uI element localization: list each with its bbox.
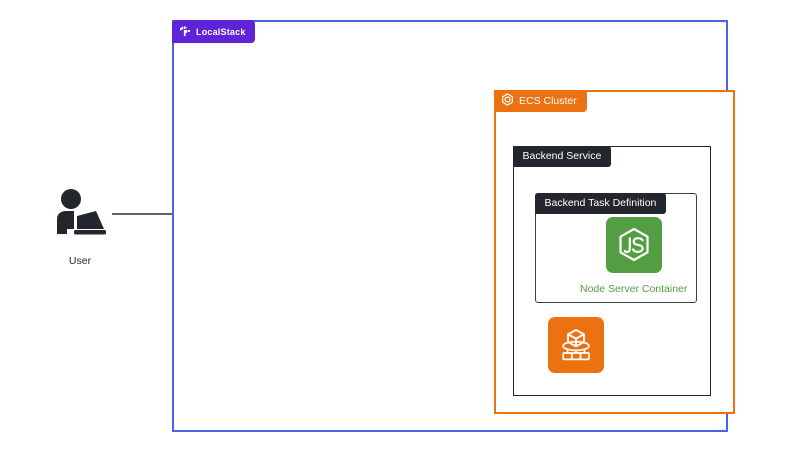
node-server-container-label: Node Server Container (580, 283, 688, 295)
localstack-badge: LocalStack (172, 20, 255, 43)
container-backend-service: Backend Service Backend Task Definition (512, 145, 711, 396)
ecs-cluster-hexagon-icon (501, 93, 514, 109)
node-user: User (52, 186, 108, 267)
ecs-task-container-icon (548, 317, 604, 373)
localstack-logo-icon (179, 25, 191, 39)
container-ecs-cluster: ECS Cluster Backend Service Backend Task… (494, 90, 735, 414)
node-user-label: User (68, 255, 92, 267)
backend-service-label: Backend Service (522, 150, 602, 162)
container-backend-task-definition: Backend Task Definition Node Server Cont… (534, 192, 697, 303)
task-definition-label: Backend Task Definition (544, 197, 657, 209)
backend-service-badge: Backend Service (512, 145, 612, 167)
user-at-laptop-icon (52, 186, 108, 242)
ecs-cluster-label: ECS Cluster (519, 95, 577, 107)
node-node-server-container[interactable]: Node Server Container (580, 217, 687, 295)
task-definition-badge: Backend Task Definition (534, 192, 667, 214)
nodejs-icon (605, 217, 662, 273)
localstack-label: LocalStack (196, 26, 246, 37)
container-localstack: LocalStack ECS Cluster Backend Service (172, 20, 735, 432)
ecs-cluster-badge: ECS Cluster (494, 90, 587, 112)
node-ecs-task[interactable] (548, 317, 604, 373)
